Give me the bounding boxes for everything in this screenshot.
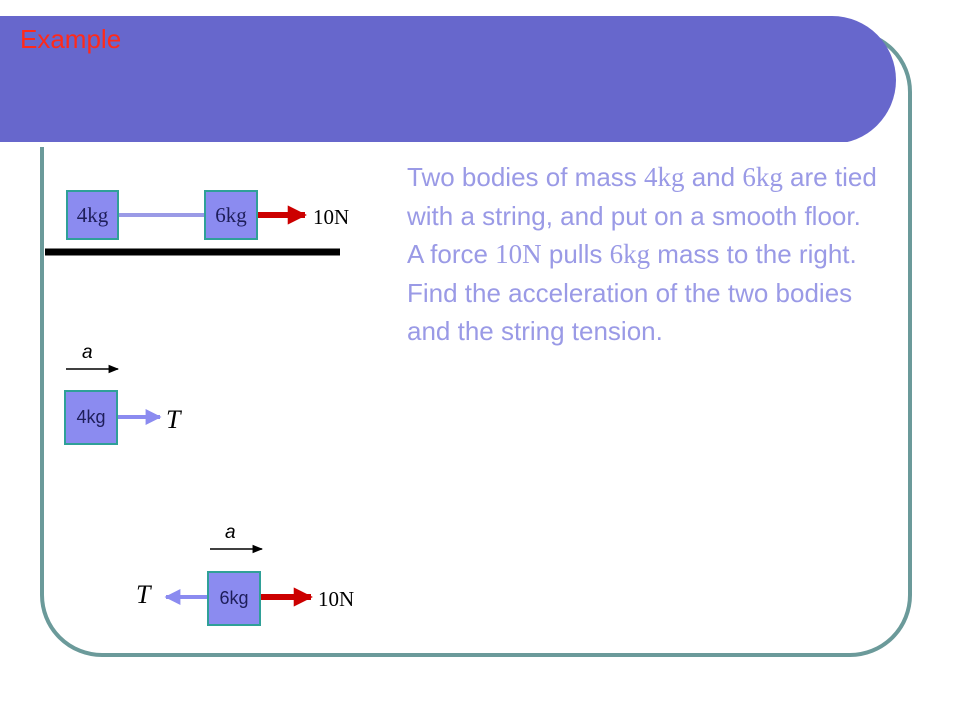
banner-underline xyxy=(0,142,848,147)
problem-text-part: and xyxy=(684,162,743,192)
problem-text-part: mass to the right. Find the acceleration… xyxy=(407,239,857,346)
mass-4kg: 4kg xyxy=(644,162,685,192)
force-label-10n: 10N xyxy=(318,587,355,611)
mass-6kg: 6kg xyxy=(609,239,651,269)
tension-label: T xyxy=(136,580,151,609)
tension-label: T xyxy=(166,405,181,434)
fbd-box-6kg: 6kg xyxy=(207,571,261,626)
problem-text-part: pulls xyxy=(541,239,610,269)
problem-text-part: Two bodies of mass xyxy=(407,162,644,192)
acceleration-label: a xyxy=(225,522,236,543)
force-label-10n: 10N xyxy=(313,205,350,229)
slide-title: Example xyxy=(20,24,122,54)
force-10n: 10N xyxy=(495,239,542,269)
box-6kg-label: 6kg xyxy=(215,202,247,227)
title-banner xyxy=(0,16,896,147)
fbd-box-6kg-label: 6kg xyxy=(219,588,249,608)
mass-6kg: 6kg xyxy=(742,162,783,192)
fbd-box-4kg-label: 4kg xyxy=(76,407,106,427)
acceleration-label: a xyxy=(82,342,93,363)
problem-text-part: are tied with a string, and put on a smo… xyxy=(407,162,877,269)
fbd-box-4kg: 4kg xyxy=(64,390,118,445)
box-6kg: 6kg xyxy=(204,190,258,240)
box-4kg-label: 4kg xyxy=(76,202,109,227)
problem-text: Two bodies of mass 4kg and 6kg are tied … xyxy=(407,158,877,351)
box-4kg: 4kg xyxy=(66,190,119,240)
